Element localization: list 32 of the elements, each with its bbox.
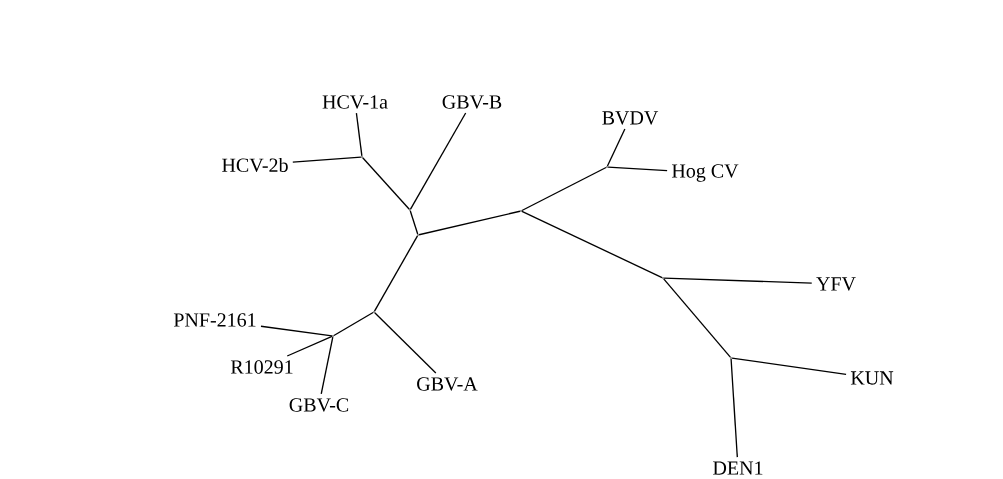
tree-branch: [362, 157, 410, 210]
taxon-label: PNF-2161: [173, 313, 256, 327]
tree-branch: [320, 336, 334, 395]
taxon-label: GBV-C: [289, 398, 349, 412]
tree-branch: [418, 210, 521, 236]
tree-branch: [731, 357, 847, 375]
tree-branch: [373, 235, 419, 312]
taxon-label: GBV-A: [417, 377, 478, 391]
tree-branch: [333, 311, 374, 337]
taxon-label: HCV-1a: [322, 95, 388, 109]
tree-branch: [663, 278, 731, 358]
taxon-label: R10291: [230, 360, 293, 374]
tree-branch: [606, 128, 626, 167]
tree-branch: [374, 312, 437, 374]
tree-branch: [260, 325, 333, 337]
tree-branch: [521, 210, 663, 279]
taxon-label: BVDV: [602, 111, 659, 125]
tree-branch: [521, 166, 607, 212]
tree-branch: [409, 112, 467, 210]
tree-branch: [730, 358, 738, 458]
taxon-label: YFV: [816, 277, 856, 291]
tree-branch: [663, 277, 813, 284]
taxon-label: GBV-B: [442, 95, 502, 109]
tree-branch: [292, 156, 362, 163]
taxon-label: Hog CV: [672, 164, 739, 182]
tree-branch: [355, 112, 363, 157]
tree-branch: [607, 166, 668, 172]
tree-branch: [286, 335, 333, 357]
taxon-label: KUN: [850, 371, 894, 385]
taxon-label: DEN1: [713, 461, 763, 475]
tree-branch: [409, 210, 419, 235]
taxon-label: HCV-2b: [222, 157, 288, 173]
